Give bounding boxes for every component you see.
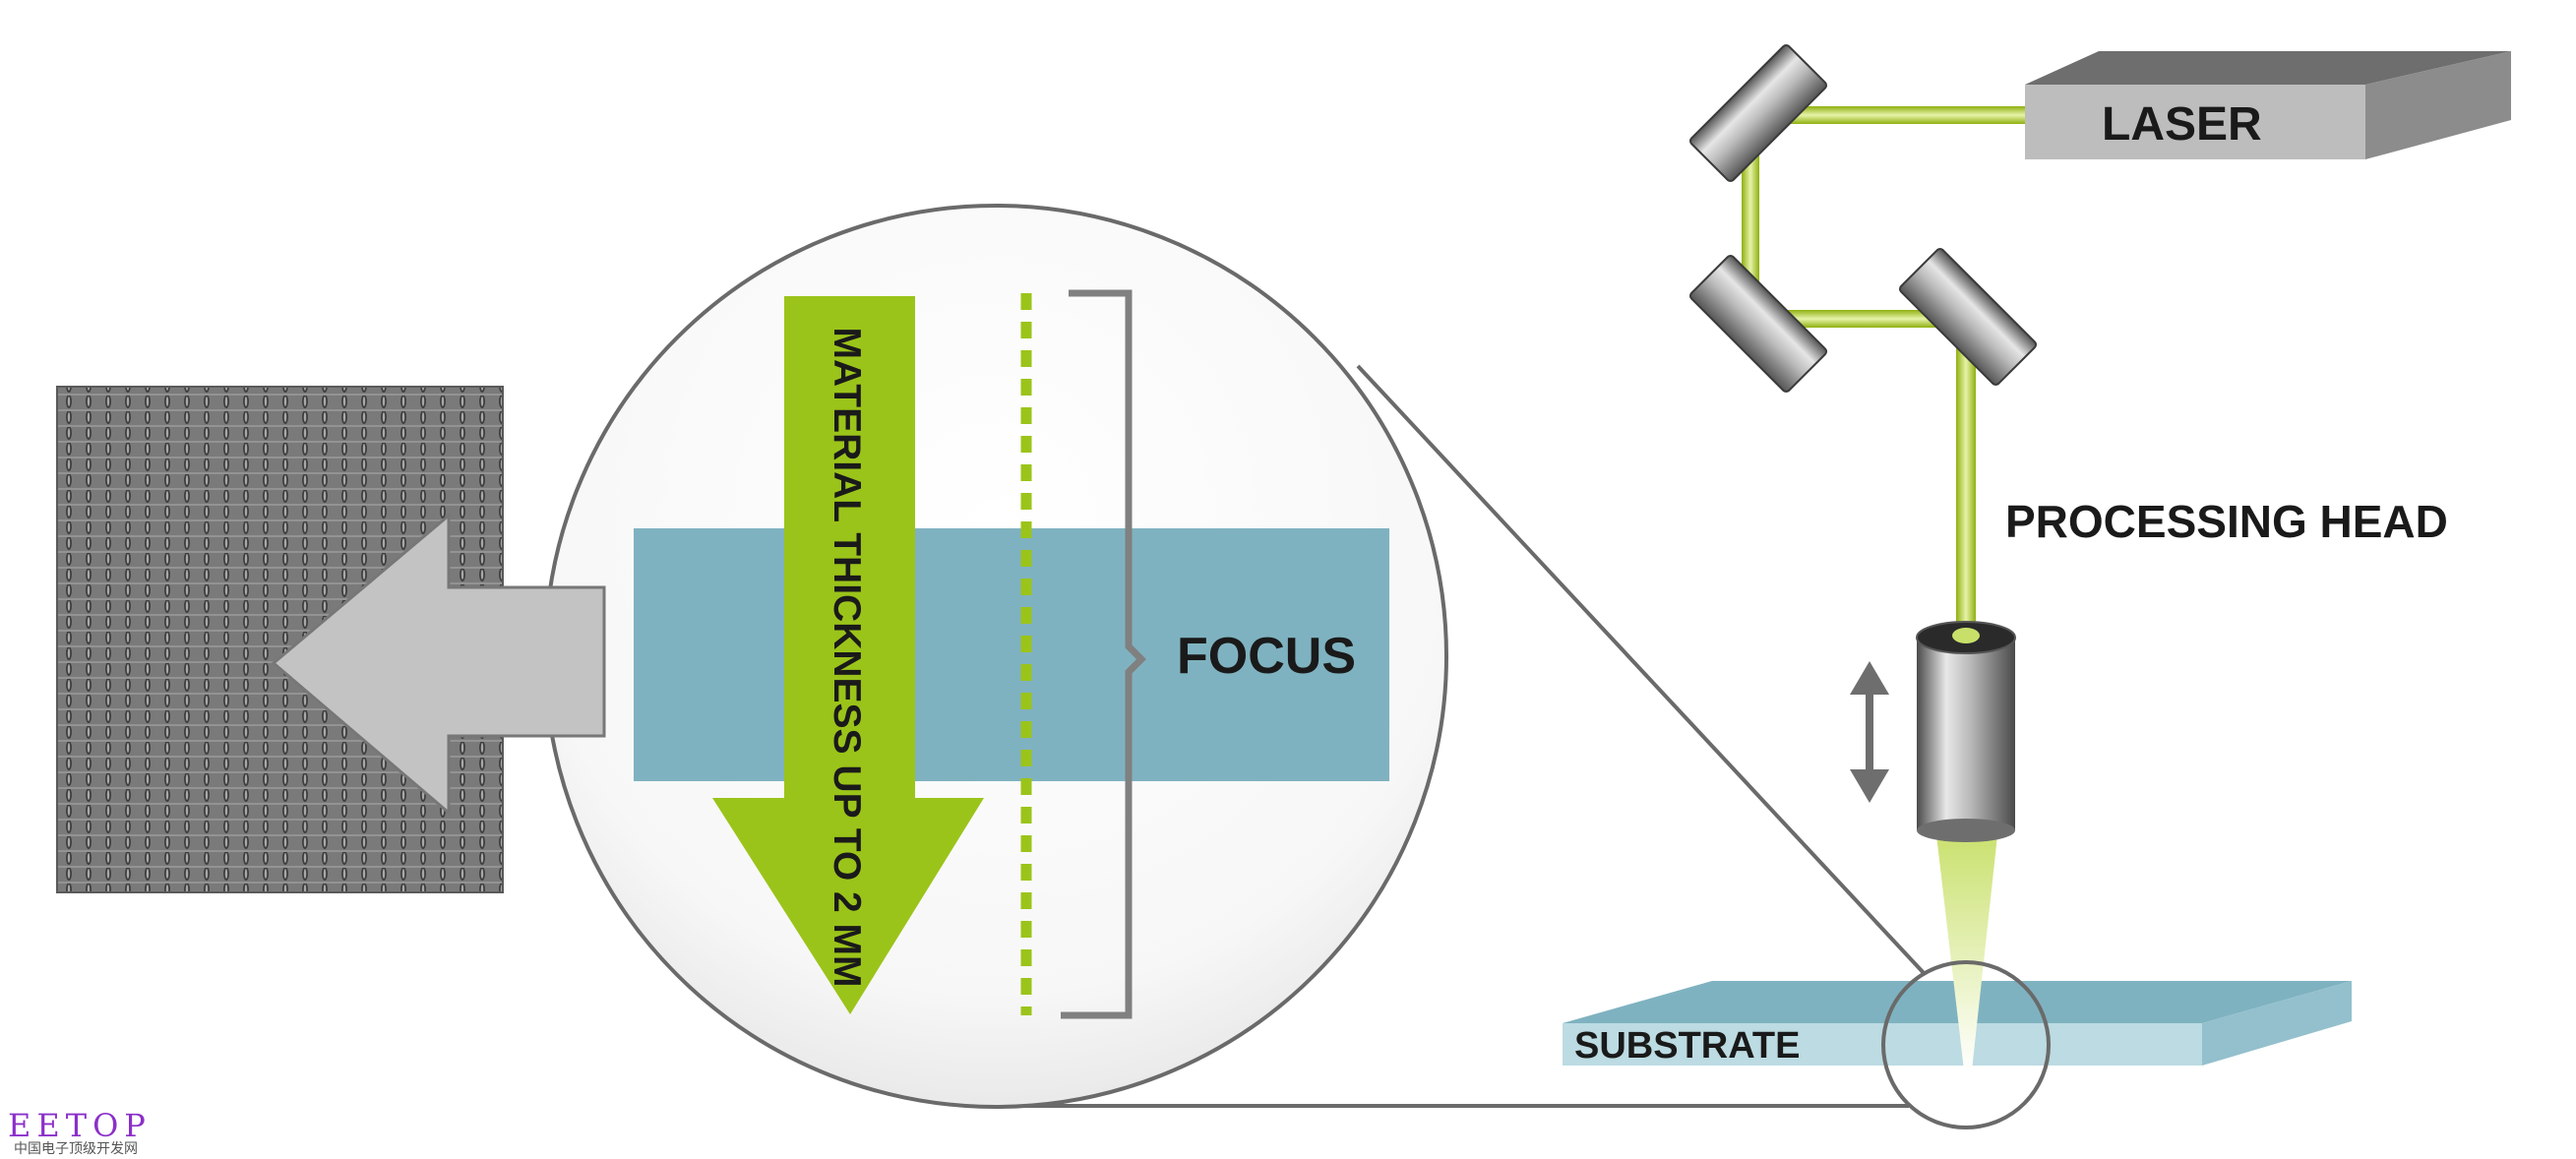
vertical-adjust-arrow-icon	[1850, 661, 1889, 803]
processing-head-label: PROCESSING HEAD	[2005, 496, 2448, 547]
laser-focus-cone	[1935, 826, 1998, 1070]
mirror-bottom-left	[1688, 254, 1828, 394]
gray-left-arrow	[271, 512, 606, 817]
focus-zoom-circle	[1881, 960, 2051, 1129]
material-thickness-arrow	[712, 296, 984, 1014]
mirror-bottom-right	[1898, 247, 2038, 387]
focus-bracket	[1061, 289, 1146, 1019]
processing-head-lens	[1916, 621, 2016, 842]
laser-label: LASER	[2102, 98, 2262, 151]
watermark-subtitle: 中国电子顶级开发网	[14, 1141, 138, 1157]
mirror-top-left	[1688, 43, 1828, 183]
zoom-connector-lines	[1013, 364, 1927, 1108]
laser-source	[2025, 51, 2511, 159]
watermark-brand: EETOP	[8, 1107, 152, 1144]
focus-label: FOCUS	[1177, 628, 1356, 685]
substrate-cross-section	[634, 528, 1389, 781]
substrate-label: SUBSTRATE	[1574, 1025, 1800, 1067]
material-thickness-label: MATERIAL THICKNESS UP TO 2 MM	[826, 328, 868, 988]
laser-beam-path	[1742, 106, 2027, 644]
